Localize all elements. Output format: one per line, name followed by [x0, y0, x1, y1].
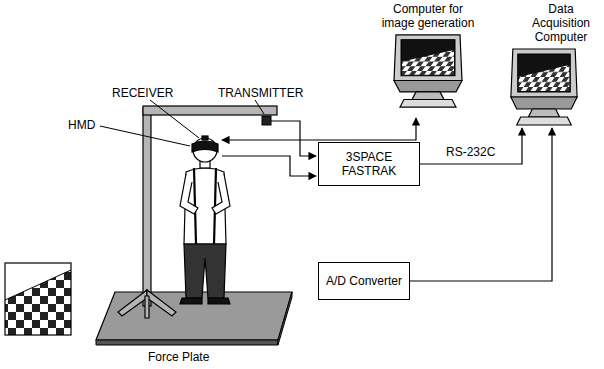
leader-line — [100, 100, 264, 146]
data-link — [420, 128, 522, 164]
monitor-drawing — [390, 33, 466, 109]
node-text: A/D Converter — [326, 274, 402, 288]
node-text: 3SPACE FASTRAK — [319, 150, 419, 178]
part-name: RECEIVER — [112, 86, 173, 100]
receiver-cable — [222, 156, 316, 176]
transmitter-cable — [271, 121, 316, 156]
signal-name: RS-232C — [444, 145, 497, 159]
node-text: Computer for image generation — [376, 2, 480, 30]
data-link — [410, 128, 552, 281]
node-text: Data Acquisition Computer — [500, 2, 600, 44]
computer-monitor: Data Acquisition Computer — [500, 2, 600, 127]
part-name: Force Plate — [148, 350, 209, 364]
video-cable — [222, 118, 416, 140]
stand — [118, 106, 277, 318]
computer-monitor: Computer for image generation — [376, 2, 480, 109]
force-plate — [96, 292, 292, 345]
monitor-drawing — [507, 47, 581, 127]
process-box: A/D Converter — [318, 262, 410, 300]
part-name: TRANSMITTER — [218, 86, 303, 100]
subject-person — [180, 136, 230, 304]
part-name: HMD — [68, 118, 95, 132]
scene-inset — [5, 263, 71, 335]
process-box: 3SPACE FASTRAK — [318, 142, 420, 186]
transmitter — [262, 116, 271, 125]
